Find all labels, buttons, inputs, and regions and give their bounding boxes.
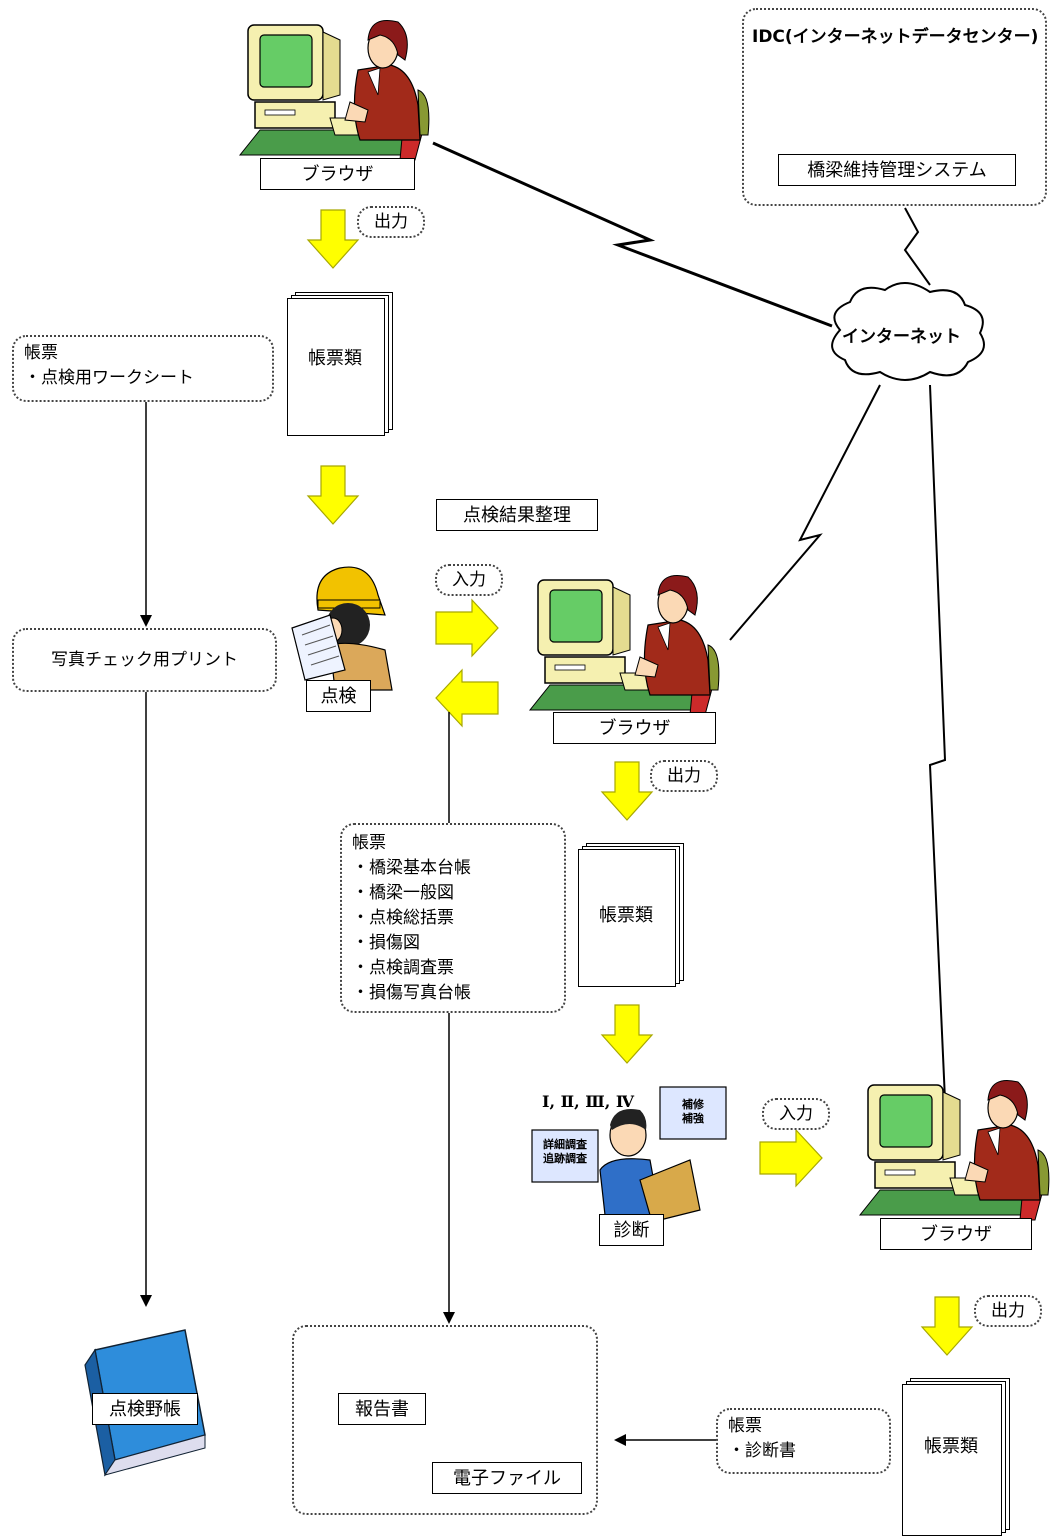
down-arrow-icon <box>307 209 359 269</box>
worker-helmet-icon <box>291 566 393 691</box>
down-arrow-icon <box>307 465 359 525</box>
detail-survey-note: 詳細調査 追跡調査 <box>536 1138 594 1166</box>
detail-survey-line: 詳細調査 <box>543 1138 587 1151</box>
right-arrow-icon <box>435 599 499 657</box>
forms-box-bridge: 帳票 ・橋梁基本台帳 ・橋梁一般図 ・点検総括票 ・損傷図 ・点検調査票 ・損傷… <box>340 823 566 1013</box>
down-arrow-icon <box>601 1004 653 1064</box>
electronic-file-label: 電子ファイル <box>432 1462 582 1494</box>
document-title: 帳票類 <box>308 348 362 369</box>
detail-survey-line: 追跡調査 <box>543 1152 587 1165</box>
repair-note: 補修 補強 <box>664 1098 722 1126</box>
document-title: 帳票類 <box>924 1436 978 1457</box>
forms-box-item: ・損傷図 <box>352 933 420 953</box>
field-notebook-label: 点検野帳 <box>92 1393 198 1425</box>
input-pill-2: 入力 <box>762 1098 830 1130</box>
forms-box-item: ・診断書 <box>728 1441 796 1461</box>
down-arrow-icon <box>921 1296 973 1356</box>
forms-box-item: ・点検調査票 <box>352 958 454 978</box>
engineer-icon <box>531 1086 727 1223</box>
forms-box-title: 帳票 <box>728 1416 762 1436</box>
inspection-result-label: 点検結果整理 <box>436 499 598 531</box>
browser-label-top: ブラウザ <box>260 158 415 190</box>
document-stack-3: 帳票類 <box>902 1378 1012 1536</box>
output-pill-1: 出力 <box>357 206 425 238</box>
forms-box-item: ・点検用ワークシート <box>24 368 194 388</box>
cloud-icon <box>831 282 985 381</box>
forms-box-item: ・橋梁一般図 <box>352 883 454 903</box>
right-arrow-icon <box>759 1129 823 1187</box>
internet-label: インターネット <box>842 327 961 347</box>
photo-print-box: 写真チェック用プリント <box>12 628 277 692</box>
left-arrow-icon <box>435 669 499 727</box>
diagnosis-ranks: Ⅰ, Ⅱ, Ⅲ, Ⅳ <box>542 1092 635 1111</box>
desktop-computer-icon <box>859 1079 1050 1221</box>
forms-box-item: ・橋梁基本台帳 <box>352 858 471 878</box>
desktop-computer-icon <box>239 19 430 161</box>
diagnosis-label: 診断 <box>599 1214 664 1246</box>
forms-box-title: 帳票 <box>24 343 58 363</box>
down-arrow-icon <box>601 761 653 821</box>
photo-print-label: 写真チェック用プリント <box>51 650 238 670</box>
forms-box-item: ・点検総括票 <box>352 908 454 928</box>
idc-title: IDC(インターネットデータセンター) <box>752 27 1039 47</box>
desktop-computer-icon <box>529 574 720 716</box>
link-idc-internet <box>903 207 931 286</box>
inspection-label: 点検 <box>306 680 371 712</box>
link-pc-top-internet <box>432 141 833 328</box>
forms-box-diagnosis: 帳票 ・診断書 <box>716 1408 891 1474</box>
forms-box-item: ・損傷写真台帳 <box>352 983 471 1003</box>
repair-line: 補強 <box>682 1112 704 1125</box>
link-internet-pc-mid <box>729 384 881 641</box>
document-stack-1: 帳票類 <box>287 292 393 436</box>
link-internet-pc-bottom <box>928 384 947 1101</box>
report-label: 報告書 <box>338 1393 426 1425</box>
output-pill-3: 出力 <box>974 1295 1042 1327</box>
forms-box-title: 帳票 <box>352 833 386 853</box>
system-label: 橋梁維持管理システム <box>778 154 1016 186</box>
document-stack-2: 帳票類 <box>578 843 684 987</box>
forms-box-worksheet: 帳票 ・点検用ワークシート <box>12 335 274 402</box>
browser-label-mid: ブラウザ <box>553 712 716 744</box>
output-pill-2: 出力 <box>650 760 718 792</box>
input-pill-1: 入力 <box>435 564 503 596</box>
browser-label-bottom: ブラウザ <box>880 1218 1032 1250</box>
repair-line: 補修 <box>682 1098 704 1111</box>
document-title: 帳票類 <box>599 905 653 926</box>
